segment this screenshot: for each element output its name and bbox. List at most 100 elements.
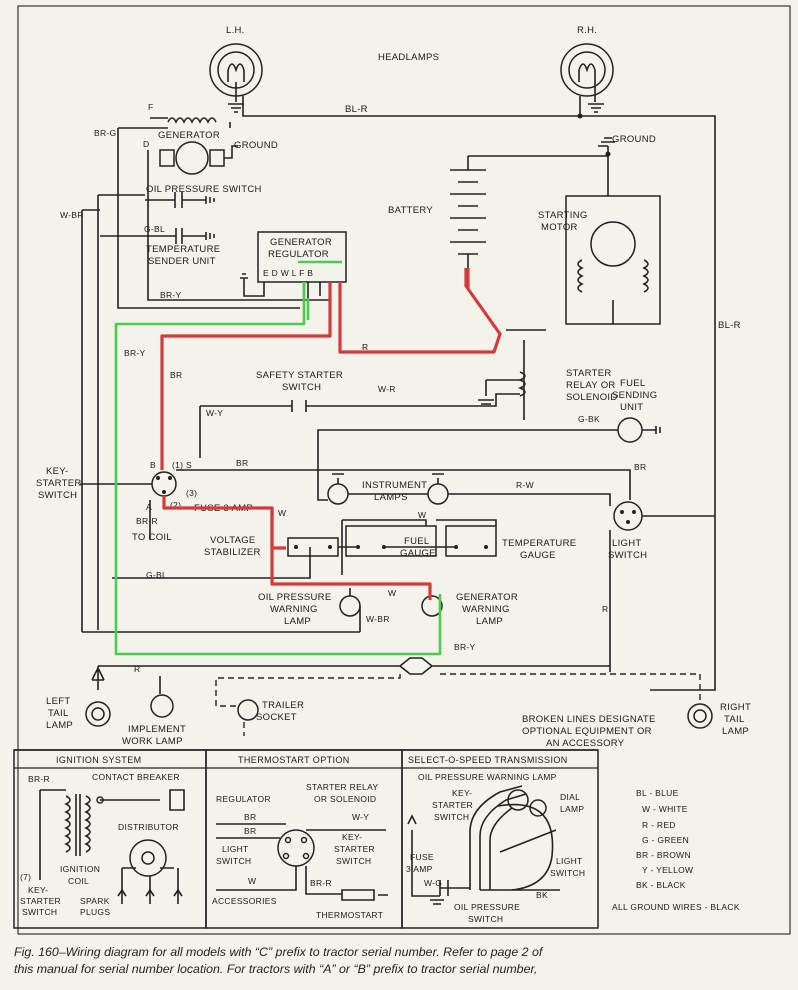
oil-lamp-label-2: WARNING (270, 604, 318, 615)
g-bl-top-label: G-BL (144, 224, 165, 234)
motor-label: MOTOR (541, 222, 578, 233)
red-battery-circuit (338, 268, 502, 354)
thermo-br-1: BR (244, 812, 256, 822)
green-br-y-circuit (114, 282, 442, 656)
oil-lamp-label-3: LAMP (284, 616, 311, 627)
regulator-terminal-leads (307, 282, 321, 298)
sos-light-1: LIGHT (556, 856, 583, 866)
voltage-stabilizer-label-1: VOLTAGE (210, 535, 256, 546)
g-bl-mid-label: G-BL (146, 570, 167, 580)
gen-lamp-label-1: GENERATOR (456, 592, 518, 603)
regulator-terminals-label: E D W L F B (263, 268, 313, 278)
right-tail-label-3: LAMP (722, 726, 749, 737)
implement-label-1: IMPLEMENT (128, 724, 186, 735)
safety-starter-wire (200, 393, 520, 412)
voltage-stabilizer-label-2: STABILIZER (204, 547, 261, 558)
starter-relay-ground (478, 379, 520, 405)
sender-unit-label: SENDER UNIT (148, 256, 216, 267)
bl-r-right-label: BL-R (718, 320, 741, 331)
sos-oil-1: OIL PRESSURE (454, 902, 520, 912)
br-r-label: BR-R (136, 516, 158, 526)
broken-lines-label-3: AN ACCESSORY (546, 738, 625, 749)
r-upper-label: R (362, 342, 368, 352)
coil-label: COIL (68, 876, 89, 886)
trailer-label-2: SOCKET (256, 712, 297, 723)
lh-label: L.H. (226, 25, 245, 36)
figure-caption: Fig. 160–Wiring diagram for all models w… (14, 944, 794, 978)
right-tail-label-2: TAIL (724, 714, 745, 725)
thermostart-switch-symbol (216, 823, 388, 901)
red-br-circuit (160, 282, 332, 470)
battery-ground-wire (468, 146, 609, 157)
br-y-low-label: BR-Y (454, 642, 476, 652)
left-tail-label-2: TAIL (48, 708, 69, 719)
safety-switch-label-2: SWITCH (282, 382, 321, 393)
thermo-w: W (248, 876, 256, 886)
headlamps-label: HEADLAMPS (378, 52, 439, 63)
caption-line-2: this manual for serial number location. … (14, 962, 538, 976)
tail-lamp-harness (98, 657, 610, 675)
thermo-thermostart: THERMOSTART (316, 910, 383, 920)
key-switch-label-3: SWITCH (38, 490, 77, 501)
ground-label-1: GROUND (234, 140, 278, 151)
junction-dot (577, 113, 583, 119)
a-term-label: A (146, 502, 152, 512)
starter-relay-label-1: STARTER (566, 368, 612, 379)
ignition-br-r: BR-R (28, 774, 50, 784)
generator-regulator-box (257, 231, 347, 283)
instrument-lamps-label-1: INSTRUMENT (362, 480, 427, 491)
contact-breaker-label: CONTACT BREAKER (92, 772, 180, 782)
w-low-label: W (388, 588, 396, 598)
sos-w-g: W-G (424, 878, 442, 888)
ignition-label: IGNITION (60, 864, 100, 874)
starter-relay-label-3: SOLENOID (566, 392, 618, 403)
br-y-top-label: BR-Y (160, 290, 182, 300)
battery (450, 156, 486, 270)
w-br-left-wire (81, 209, 360, 633)
legend-y: Y - YELLOW (642, 865, 693, 875)
r-w-wire (448, 493, 611, 506)
w-br-label: W-BR (60, 210, 84, 220)
gen-lamp-label-3: LAMP (476, 616, 503, 627)
implement-label-2: WORK LAMP (122, 736, 183, 747)
gauge-link-wires (338, 519, 456, 548)
s-term-label: (1) S (172, 460, 192, 470)
r-w-label: R-W (516, 480, 534, 490)
red-stabilizer-circuit (270, 508, 286, 550)
w-gauge-label: W (418, 510, 426, 520)
br-upper-label: BR (170, 370, 182, 380)
sos-light-2: SWITCH (550, 868, 585, 878)
ign-key-label-2: STARTER (20, 896, 61, 906)
light-switch-label-2: SWITCH (608, 550, 647, 561)
sos-title: SELECT-O-SPEED TRANSMISSION (408, 755, 568, 765)
left-headlamp (209, 43, 263, 113)
legend-bk: BK - BLACK (636, 880, 686, 890)
left-tail-connector (91, 666, 105, 690)
g-bk-label: G-BK (578, 414, 600, 424)
r-right-label: R (602, 604, 608, 614)
diagram-border (17, 5, 791, 935)
oil-pressure-switch-label: OIL PRESSURE SWITCH (146, 184, 262, 195)
rh-label: R.H. (577, 25, 597, 36)
ground-label-2: GROUND (612, 134, 656, 145)
left-tail-label-1: LEFT (46, 696, 70, 707)
ignition-coil-symbol (39, 789, 185, 904)
ground-symbol-battery (598, 137, 615, 147)
sos-bk: BK (536, 890, 548, 900)
br-right-label: BR (634, 462, 646, 472)
legend-g: G - GREEN (642, 835, 689, 845)
thermo-relay-1: STARTER RELAY (306, 782, 378, 792)
legend-br: BR - BROWN (636, 850, 691, 860)
thermo-key-1: KEY- (342, 832, 362, 842)
ignition-title: IGNITION SYSTEM (56, 755, 142, 765)
fuel-sender-label-1: FUEL (620, 378, 645, 389)
legend-r: R - RED (642, 820, 676, 830)
starter-relay-symbol (506, 329, 546, 420)
legend-bl: BL - BLUE (636, 788, 679, 798)
instrument-lamps-label-2: LAMPS (374, 492, 408, 503)
sos-oil-2: SWITCH (468, 914, 503, 924)
to-coil-label: TO COIL (132, 532, 172, 543)
thermo-light-2: SWITCH (216, 856, 251, 866)
bl-r-headlamp-wire (242, 96, 716, 691)
